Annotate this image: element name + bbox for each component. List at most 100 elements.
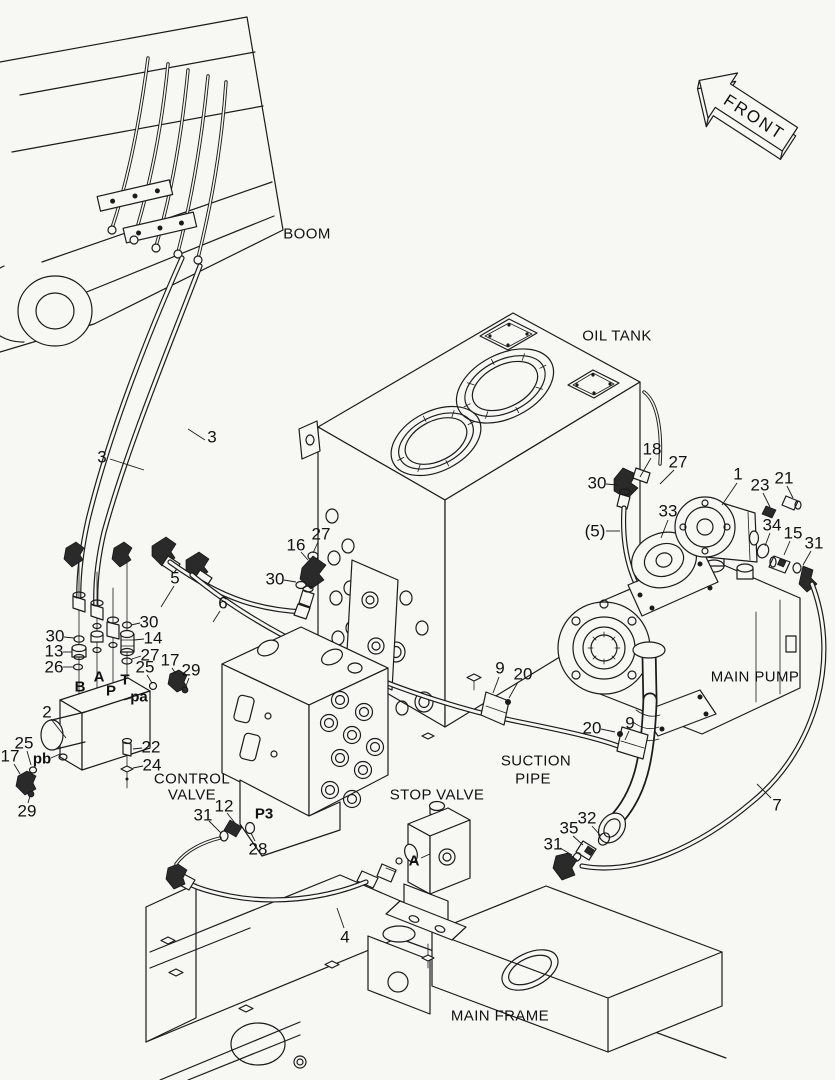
leader-line	[508, 681, 519, 699]
part-number-label: 30	[266, 570, 285, 589]
hose-clamp	[122, 211, 198, 244]
part-number-label: 30	[46, 627, 65, 646]
part-number-label: (5)	[585, 522, 606, 541]
leader-line	[27, 795, 31, 804]
part-number-label: 15	[784, 524, 803, 543]
component-label: OIL TANK	[582, 328, 652, 345]
leader-line	[624, 730, 630, 741]
component-label: MAIN FRAME	[451, 1008, 549, 1025]
control-valve	[219, 626, 389, 857]
part-number-label: 17	[1, 747, 20, 766]
pilot-valve-assembly	[15, 541, 189, 798]
leader-line	[132, 765, 144, 769]
port-label: pa	[130, 689, 148, 706]
leader-line	[109, 458, 145, 471]
port-label: P3	[255, 806, 273, 823]
part-number-label: 33	[659, 502, 678, 521]
leader-line	[50, 753, 61, 759]
part-number-label: 3	[207, 428, 216, 447]
leader-lines	[13, 428, 812, 929]
leader-line	[492, 676, 500, 694]
part-number-label: 27	[669, 453, 688, 472]
component-label: BOOM	[283, 226, 330, 243]
part-number-label: 2	[42, 703, 51, 722]
leader-line	[336, 907, 345, 929]
leader-line	[133, 638, 145, 641]
port-label: A	[94, 669, 105, 686]
part-number-label: 18	[643, 440, 662, 459]
component-label: VALVE	[168, 787, 216, 804]
part-number-label: 3	[97, 448, 106, 467]
leader-line	[639, 457, 652, 478]
leader-line	[208, 820, 222, 834]
part-number-label: 4	[340, 928, 349, 947]
part-number-label: 34	[763, 516, 782, 535]
part-number-label: 25	[15, 734, 34, 753]
leader-line	[160, 585, 175, 608]
part-number-label: 28	[249, 840, 268, 859]
leader-line	[63, 636, 75, 639]
part-number-label: 9	[495, 659, 504, 678]
leader-line	[660, 519, 669, 539]
port-label: T	[120, 672, 129, 689]
leader-line	[764, 532, 771, 547]
part-number-label: 7	[772, 796, 781, 815]
component-label: STOP VALVE	[390, 787, 485, 804]
component-label: MAIN PUMP	[711, 669, 800, 686]
part-number-label: 23	[751, 476, 770, 495]
part-number-label: 6	[218, 594, 227, 613]
part-number-label: 17	[161, 651, 180, 670]
leader-line	[300, 551, 309, 561]
leader-line	[312, 541, 319, 554]
tank-opening	[455, 348, 555, 424]
port-label: B	[75, 679, 86, 696]
part-number-label: 14	[144, 629, 163, 648]
tank-opening	[390, 405, 482, 477]
valve-to-tank-hoses	[151, 536, 631, 753]
part-number-label: 30	[588, 474, 607, 493]
leader-line	[131, 655, 142, 660]
part-number-label: 9	[625, 714, 634, 733]
stop-valve	[165, 800, 471, 969]
suction-pipe	[466, 641, 666, 881]
leader-line	[721, 482, 738, 506]
leader-line	[13, 763, 21, 775]
part-number-label: 29	[182, 661, 201, 680]
part-number-label: 31	[544, 835, 563, 854]
part-number-label: 27	[312, 525, 331, 544]
part-number-label: 5	[170, 569, 179, 588]
part-number-label: 13	[45, 642, 64, 661]
oil-tank	[298, 312, 663, 740]
leader-line	[187, 428, 206, 441]
leader-line	[146, 674, 153, 684]
part-number-label: 25	[136, 658, 155, 677]
component-label: CONTROL	[154, 771, 230, 788]
port-label: A	[409, 853, 420, 870]
part-number-label: 29	[18, 802, 37, 821]
leader-line	[26, 750, 32, 766]
hose-7	[579, 581, 827, 871]
boom-hoses	[76, 255, 203, 613]
boom-assembly	[0, 16, 284, 353]
part-number-label: 26	[45, 658, 64, 677]
leader-line	[132, 747, 143, 750]
part-number-label: 31	[805, 534, 824, 553]
part-number-label: 20	[514, 665, 533, 684]
leader-line	[762, 492, 771, 508]
part-number-label: 24	[143, 756, 162, 775]
component-label: PIPE	[515, 771, 551, 788]
leader-line	[420, 853, 431, 859]
part-number-label: 1	[733, 465, 742, 484]
part-number-label: 32	[578, 809, 597, 828]
part-number-label: 21	[775, 469, 794, 488]
leader-line	[123, 697, 132, 701]
part-number-label: 20	[583, 719, 602, 738]
part-number-label: 16	[287, 536, 306, 555]
leader-line	[786, 485, 794, 499]
port-label: P	[106, 683, 116, 700]
leader-line	[559, 847, 573, 856]
leader-line	[185, 677, 190, 687]
